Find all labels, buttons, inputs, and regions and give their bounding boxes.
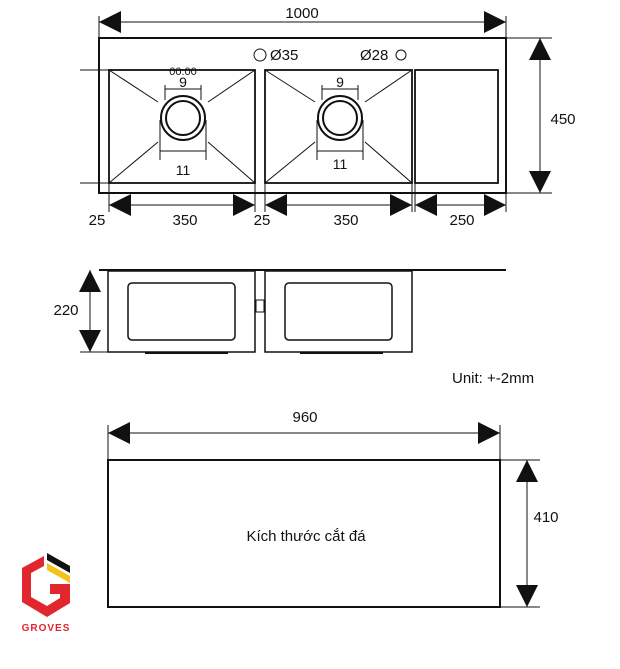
sink-outline xyxy=(98,37,507,194)
cutout-label: Kích thước cắt đá xyxy=(246,528,366,545)
top-view: 1000 450 00:00 9 11 9 11 xyxy=(80,5,576,229)
bowl1-width-label: 350 xyxy=(172,212,197,229)
bowl1-drain-outer-label: 11 xyxy=(176,162,191,178)
gap-label: 25 xyxy=(254,212,271,229)
cutout-width-label: 960 xyxy=(292,409,317,426)
cutout-depth-label: 410 xyxy=(533,509,558,526)
unit-note: Unit: +-2mm xyxy=(452,370,534,387)
bowl-2: 9 11 xyxy=(264,69,413,184)
svg-text:00:00: 00:00 xyxy=(169,66,197,78)
overall-depth-label: 450 xyxy=(550,111,575,128)
groves-logo: GROVES xyxy=(22,553,71,634)
drain-icon xyxy=(317,95,363,141)
logo-text: GROVES xyxy=(22,623,71,634)
side-view: 220 xyxy=(53,269,506,354)
tap-hole-icon xyxy=(253,48,267,62)
cutout-view: 960 410 Kích thước cắt đá xyxy=(107,409,559,608)
bowl2-drain-outer-label: 11 xyxy=(333,156,348,172)
overall-width-label: 1000 xyxy=(285,5,318,22)
tap-hole-icon xyxy=(395,49,407,61)
bowl2-drain-inner-label: 9 xyxy=(336,74,344,90)
left-margin-label: 25 xyxy=(89,212,106,229)
bowl2-width-label: 350 xyxy=(333,212,358,229)
drain-icon xyxy=(160,95,206,141)
side-height-label: 220 xyxy=(53,302,78,319)
hole2-label: Ø28 xyxy=(360,47,388,64)
hole1-label: Ø35 xyxy=(270,47,298,64)
bowl-1: 00:00 9 11 xyxy=(108,66,256,184)
drainboard xyxy=(414,69,499,184)
drainboard-width-label: 250 xyxy=(449,212,474,229)
bowl1-drain-inner-label: 9 xyxy=(179,74,187,90)
